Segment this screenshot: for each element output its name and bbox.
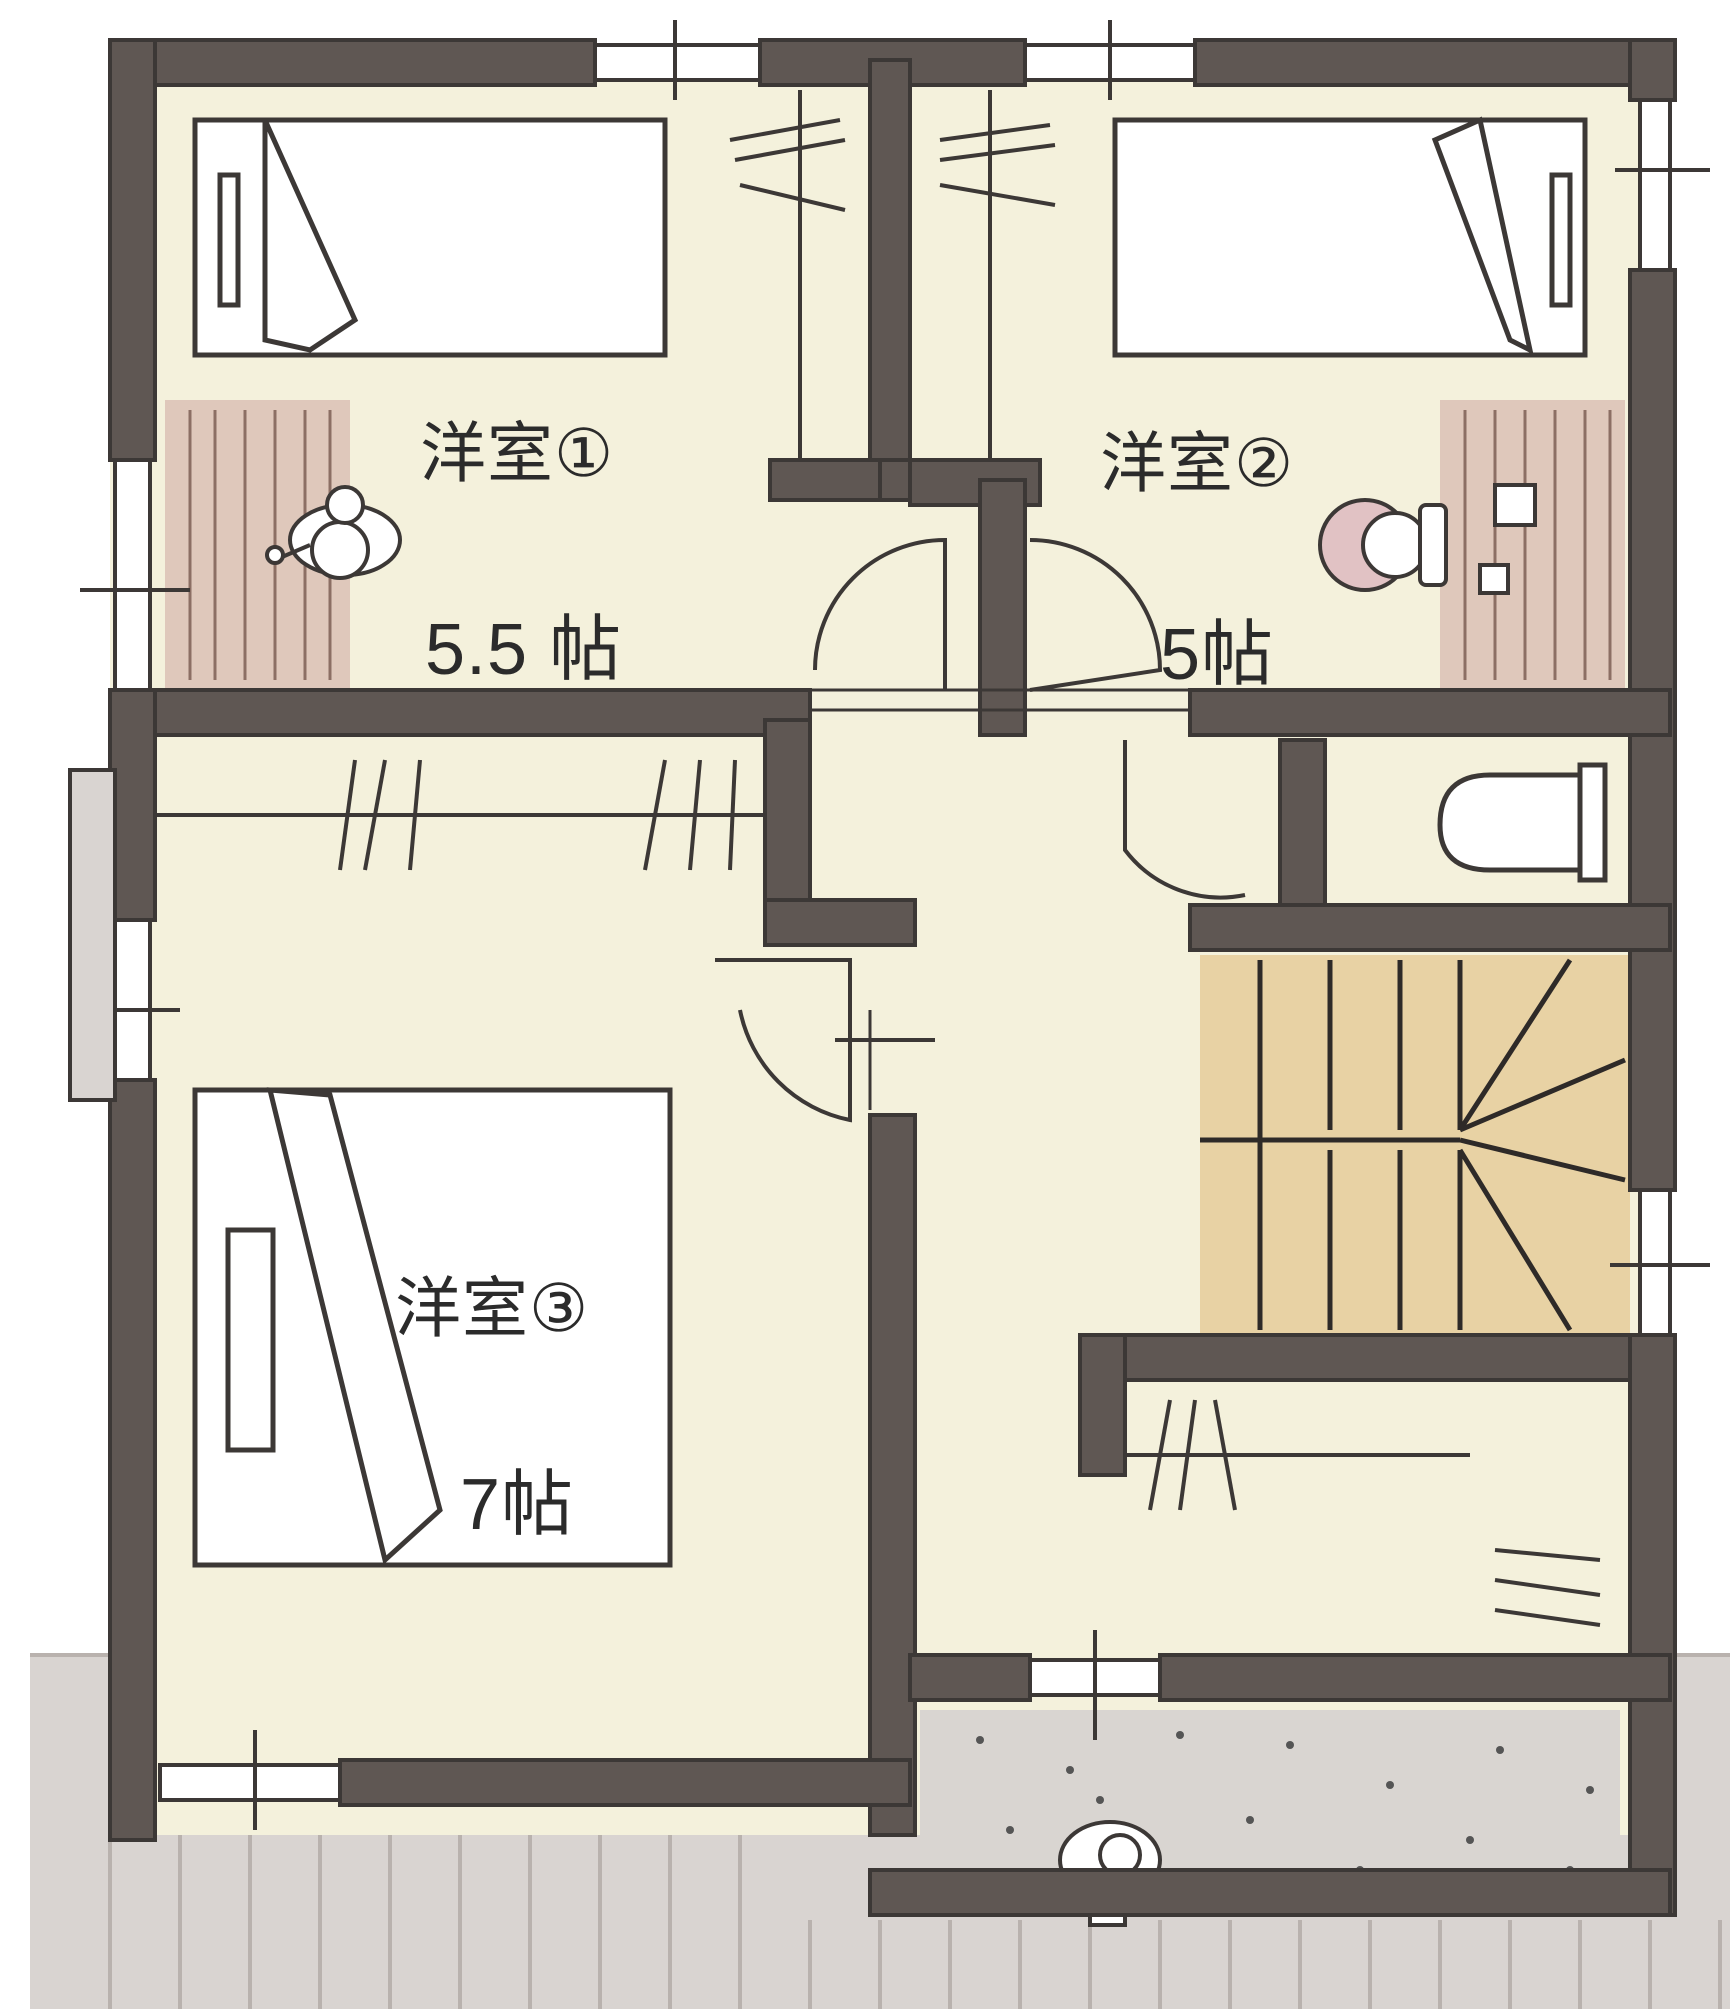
toilet-icon xyxy=(1437,762,1608,883)
door-swing-icon xyxy=(715,537,1246,1123)
balcony-floor xyxy=(920,1710,1620,1890)
bed-icon-room-3 xyxy=(192,1087,673,1568)
person-icon-room-2 xyxy=(1318,483,1537,595)
window-icon xyxy=(68,20,1710,1830)
room-1-name: 洋室① xyxy=(420,416,615,490)
room-3-size: 7帖 xyxy=(460,1465,575,1545)
room-2-name: 洋室② xyxy=(1100,426,1295,500)
bed-icon-room-2 xyxy=(1112,116,1588,358)
desk-area-room-2 xyxy=(1440,400,1625,690)
room-3-name: 洋室③ xyxy=(395,1271,590,1345)
bed-icon-room-1 xyxy=(192,117,668,358)
closet-icon xyxy=(150,90,1601,1627)
room-2-size: 5帖 xyxy=(1160,615,1275,695)
room-1-size: 5.5 帖 xyxy=(425,610,623,690)
stairs-icon xyxy=(1200,958,1626,1332)
stairs-area xyxy=(1200,955,1630,1335)
person-icon-room-1 xyxy=(265,485,402,580)
